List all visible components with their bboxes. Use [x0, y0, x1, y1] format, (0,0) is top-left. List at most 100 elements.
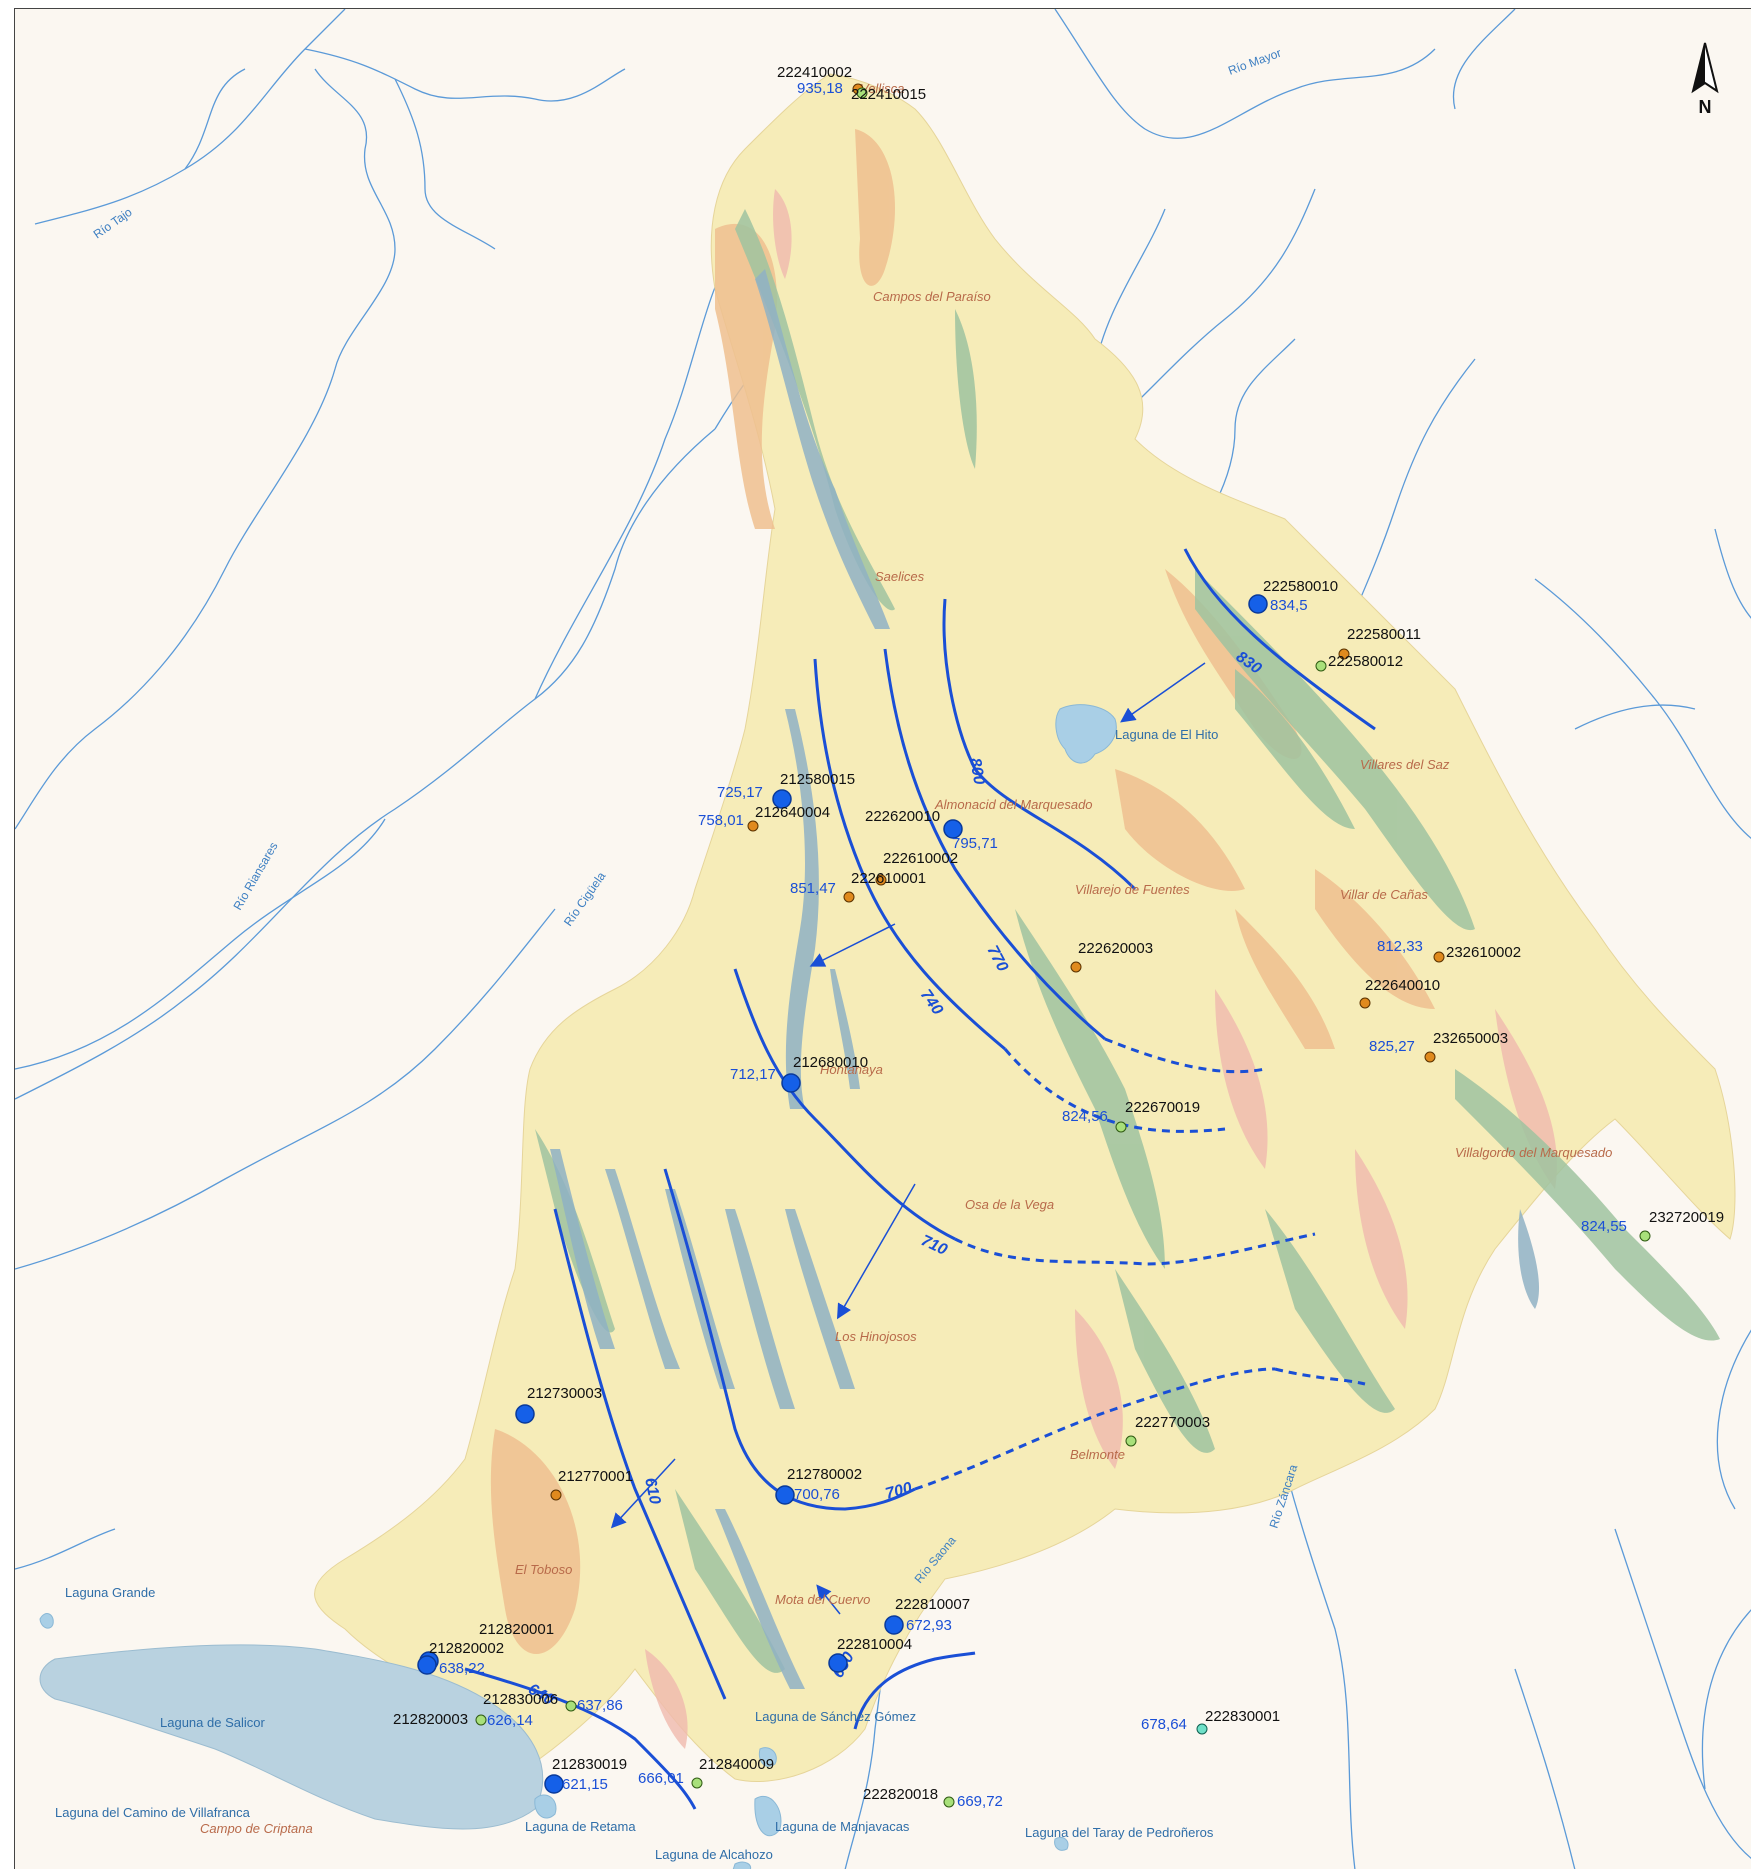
well-id-label: 222620003 — [1078, 940, 1153, 957]
town-label: Mota del Cuervo — [775, 1592, 870, 1607]
well-marker[interactable] — [565, 1700, 577, 1712]
well-level-label: 626,14 — [487, 1712, 533, 1729]
well-marker[interactable] — [1115, 1121, 1127, 1133]
town-label: Osa de la Vega — [965, 1197, 1054, 1212]
well-marker[interactable] — [1315, 660, 1327, 672]
well-marker[interactable] — [1639, 1230, 1651, 1242]
lake-label: Laguna de Sánchez Gómez — [755, 1709, 916, 1724]
well-id-label: 222640010 — [1365, 977, 1440, 994]
well-marker[interactable] — [747, 820, 759, 832]
well-id-label: 212770001 — [558, 1468, 633, 1485]
well-level-label: 666,01 — [638, 1770, 684, 1787]
well-level-label: 824,55 — [1581, 1218, 1627, 1235]
lake-el-hito — [1055, 704, 1117, 764]
well-id-label: 212840009 — [699, 1756, 774, 1773]
well-id-label: 222580012 — [1328, 653, 1403, 670]
well-marker[interactable] — [1424, 1051, 1436, 1063]
town-label: Almonacid del Marquesado — [934, 797, 1093, 812]
well-level-label: 637,86 — [577, 1697, 623, 1714]
well-level-label: 621,15 — [562, 1776, 608, 1793]
well-marker[interactable] — [943, 819, 963, 839]
well-id-label: 212820001 — [479, 1621, 554, 1638]
well-level-label: 834,5 — [1270, 597, 1308, 614]
town-label: Villalgordo del Marquesado — [1455, 1145, 1612, 1160]
well-id-label: 212730003 — [527, 1385, 602, 1402]
well-marker[interactable] — [475, 1714, 487, 1726]
well-level-label: 672,93 — [906, 1617, 952, 1634]
river-label: Río Riansares — [230, 840, 280, 913]
north-arrow-icon: N — [1691, 42, 1719, 117]
well-id-label: 232610002 — [1446, 944, 1521, 961]
lakes — [39, 704, 1117, 1869]
well-id-label: 212820003 — [393, 1711, 468, 1728]
lake-alcahozo — [732, 1861, 752, 1869]
well-marker[interactable] — [1248, 594, 1268, 614]
well-marker[interactable] — [1196, 1723, 1208, 1735]
lake-label: Laguna de Alcahozo — [655, 1847, 773, 1862]
well-marker[interactable] — [943, 1796, 955, 1808]
well-id-label: 222620010 — [865, 808, 940, 825]
well-id-label: 232720019 — [1649, 1209, 1724, 1226]
well-id-label: 222820018 — [863, 1786, 938, 1803]
well-level-label: 851,47 — [790, 880, 836, 897]
well-level-label: 712,17 — [730, 1066, 776, 1083]
well-level-label: 795,71 — [952, 835, 998, 852]
isoline-label: 610 — [641, 1476, 663, 1506]
lake-label: Laguna de Manjavacas — [775, 1819, 910, 1834]
town-label: Saelices — [875, 569, 925, 584]
lake-label: Laguna del Camino de Villafranca — [55, 1805, 251, 1820]
well-level-label: 812,33 — [1377, 938, 1423, 955]
town-label: Hontanaya — [820, 1062, 883, 1077]
river-label: Río Tajo — [91, 205, 135, 242]
well-marker[interactable] — [775, 1485, 795, 1505]
well-level-label: 678,64 — [1141, 1716, 1187, 1733]
town-label: Villar de Cañas — [1340, 887, 1428, 902]
well-marker[interactable] — [875, 874, 887, 886]
well-level-label: 824,56 — [1062, 1108, 1108, 1125]
well-marker[interactable] — [1433, 951, 1445, 963]
well-id-label: 212780002 — [787, 1466, 862, 1483]
hydrogeological-map[interactable]: N Río Mayor Río Tajo Río Riansares Río C… — [15, 9, 1751, 1869]
lake-grande — [39, 1613, 54, 1629]
well-marker[interactable] — [772, 789, 792, 809]
well-level-label: 725,17 — [717, 784, 763, 801]
well-level-label: 935,18 — [797, 80, 843, 97]
well-marker[interactable] — [843, 891, 855, 903]
lake-label: Laguna del Taray de Pedroñeros — [1025, 1825, 1214, 1840]
well-marker[interactable] — [884, 1615, 904, 1635]
well-marker[interactable] — [1359, 997, 1371, 1009]
well-level-label: 700,76 — [794, 1486, 840, 1503]
well-marker[interactable] — [544, 1774, 564, 1794]
well-id-label: 222610001 — [851, 870, 926, 887]
town-label: Vellisca — [860, 81, 904, 96]
well-id-label: 222770003 — [1135, 1414, 1210, 1431]
well-marker[interactable] — [1125, 1435, 1137, 1447]
well-id-label: 222580010 — [1263, 578, 1338, 595]
town-label: Villares del Saz — [1360, 757, 1450, 772]
well-id-label: 212820002 — [429, 1640, 504, 1657]
well-marker[interactable] — [1338, 648, 1350, 660]
north-label: N — [1699, 97, 1712, 117]
well-marker[interactable] — [1070, 961, 1082, 973]
well-marker[interactable] — [828, 1653, 848, 1673]
well-marker[interactable] — [550, 1489, 562, 1501]
lake-camino-villafranca — [39, 1644, 544, 1830]
well-marker[interactable] — [781, 1073, 801, 1093]
well-marker[interactable] — [417, 1655, 437, 1675]
town-label: Villarejo de Fuentes — [1075, 882, 1190, 897]
well-marker[interactable] — [856, 87, 868, 99]
well-id-label: 222580011 — [1347, 626, 1421, 643]
lake-sanchez-gomez — [758, 1747, 777, 1767]
isoline-label: 800 — [966, 757, 987, 786]
well-id-label: 212830006 — [483, 1691, 558, 1708]
well-marker[interactable] — [515, 1404, 535, 1424]
town-label: Campo de Criptana — [200, 1821, 313, 1836]
town-label: Campos del Paraíso — [873, 289, 991, 304]
town-label: Belmonte — [1070, 1447, 1125, 1462]
well-id-label: 232650003 — [1433, 1030, 1508, 1047]
well-level-label: 825,27 — [1369, 1038, 1415, 1055]
well-id-label: 222830001 — [1205, 1708, 1280, 1725]
lake-manjavacas — [754, 1796, 782, 1837]
well-marker[interactable] — [691, 1777, 703, 1789]
well-id-label: 222810004 — [837, 1636, 912, 1653]
